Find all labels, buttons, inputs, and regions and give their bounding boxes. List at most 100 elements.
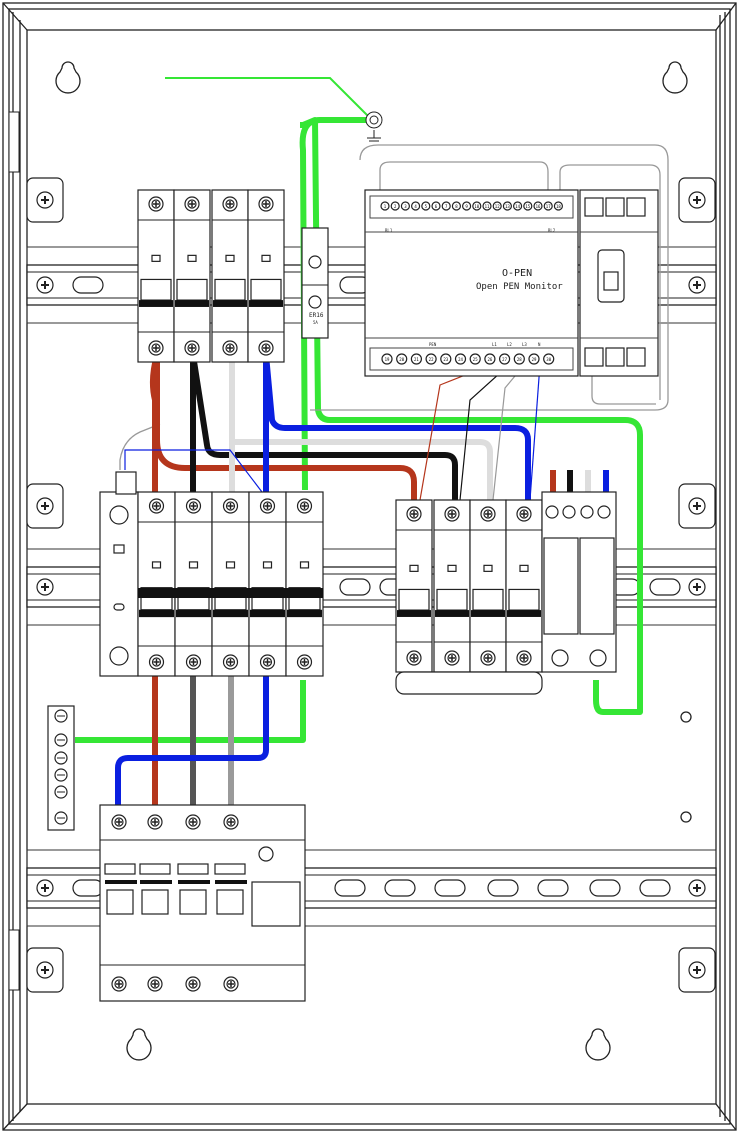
bottom-terminal-number: 30 — [546, 357, 551, 362]
terminal-screw-icon — [406, 506, 422, 522]
grey-harness — [119, 144, 669, 470]
top-terminal — [523, 201, 533, 211]
bottom-terminal — [396, 353, 408, 365]
bottom-terminal — [513, 353, 525, 365]
terminal-screw-icon — [480, 506, 496, 522]
l1-label: L1 — [492, 342, 497, 347]
terminal-screw-icon — [480, 650, 496, 666]
top-terminal — [380, 201, 390, 211]
monitor-subtitle: Open PEN Monitor — [476, 282, 563, 292]
top-terminal — [451, 201, 461, 211]
top-terminal — [431, 201, 441, 211]
din-rail-screw-icon — [36, 276, 54, 294]
din-rail-screw-icon — [688, 276, 706, 294]
bottom-terminal — [381, 353, 393, 365]
top-terminal-number: 16 — [536, 204, 541, 209]
top-terminal — [400, 201, 410, 211]
bottom-terminal-number: 25 — [473, 357, 478, 362]
terminal-screw-icon — [444, 650, 460, 666]
din-rail-slot — [639, 879, 671, 897]
earth-pointer-line — [165, 77, 371, 119]
terminal-screw-icon — [259, 654, 276, 670]
top-terminal-number: 9 — [465, 204, 468, 209]
monitor-title: O-PEN — [502, 268, 533, 279]
relay-left-label: RL1 — [385, 228, 393, 233]
bottom-terminal-number: 22 — [429, 357, 434, 362]
rcbo-block[interactable] — [99, 471, 324, 677]
terminal-screw-icon — [516, 506, 532, 522]
din-rail-screw-icon — [26, 947, 64, 993]
top-terminal — [502, 201, 512, 211]
terminal-screw-icon — [148, 654, 165, 670]
din-rail-slot — [72, 879, 104, 897]
pen-label: PEN — [429, 342, 437, 347]
bottom-terminal-number: 19 — [385, 357, 390, 362]
din-rail-slot — [384, 879, 416, 897]
small-breaker-label: ER16 — [309, 312, 324, 319]
hinges — [8, 111, 20, 991]
top-terminal-number: 10 — [474, 204, 479, 209]
l2-label: L2 — [507, 342, 512, 347]
top-terminal — [512, 201, 523, 211]
din-rail-slot — [339, 578, 371, 596]
top-terminal-number: 8 — [455, 204, 458, 209]
top-terminal — [533, 201, 543, 211]
bottom-terminal — [469, 353, 481, 365]
terminal-screw-icon — [111, 976, 127, 992]
terminal-screw-icon — [184, 196, 200, 212]
monitor-4pole-breaker[interactable] — [395, 499, 543, 695]
bottom-terminal-number: 20 — [399, 357, 404, 362]
top-terminal-number: 1 — [384, 204, 387, 209]
bottom-rcd[interactable] — [99, 804, 306, 1002]
terminal-screw-icon — [185, 498, 202, 514]
earth-bar — [47, 705, 75, 831]
din-rail-screw-icon — [26, 483, 64, 529]
terminal-screw-icon — [148, 340, 164, 356]
main-4pole-breaker[interactable] — [137, 189, 285, 363]
top-terminal — [421, 201, 431, 211]
terminal-screw-icon — [185, 814, 201, 830]
earth-wires — [75, 117, 643, 743]
bottom-terminal — [499, 353, 511, 365]
mounting-hole-icon — [585, 1028, 611, 1061]
top-terminal-number: 14 — [515, 204, 520, 209]
terminal-screw-icon — [258, 340, 274, 356]
din-rail-screw-icon — [36, 578, 54, 596]
signal-wires — [124, 363, 541, 501]
top-terminal — [441, 201, 451, 211]
top-terminal-number: 11 — [485, 204, 490, 209]
terminal-screw-icon — [222, 498, 239, 514]
top-terminal-number: 6 — [435, 204, 438, 209]
mounting-hole-icon — [680, 811, 692, 823]
terminal-screw-icon — [222, 196, 238, 212]
l3-label: L3 — [522, 342, 527, 347]
terminal-screw-icon — [258, 196, 274, 212]
small-breaker-sublabel: 5A — [313, 320, 318, 325]
top-terminal — [543, 201, 553, 211]
earth-terminal-icon — [365, 111, 383, 142]
terminal-screw-icon — [444, 506, 460, 522]
terminal-screw-icon — [296, 498, 313, 514]
din-rail-slot — [334, 879, 366, 897]
din-rail-screw-icon — [678, 177, 716, 223]
er16-breaker[interactable] — [301, 227, 329, 339]
terminal-screw-icon — [223, 814, 239, 830]
bottom-terminal — [425, 353, 437, 365]
top-terminal-number: 13 — [505, 204, 510, 209]
mounting-hole-icon — [55, 61, 81, 94]
terminal-screw-icon — [406, 650, 422, 666]
contactor[interactable] — [579, 189, 659, 377]
top-terminal-number: 7 — [445, 204, 448, 209]
din-rail-slot — [72, 276, 104, 294]
mounting-holes — [55, 61, 692, 1061]
din-rail-slot — [589, 879, 621, 897]
din-rail-screw-icon — [678, 483, 716, 529]
bottom-terminal — [543, 353, 555, 365]
bottom-terminal-number: 29 — [532, 357, 537, 362]
surge-protector[interactable] — [541, 491, 617, 673]
top-terminal-number: 12 — [495, 204, 500, 209]
bottom-terminal — [484, 353, 496, 365]
terminal-screw-icon — [148, 498, 165, 514]
